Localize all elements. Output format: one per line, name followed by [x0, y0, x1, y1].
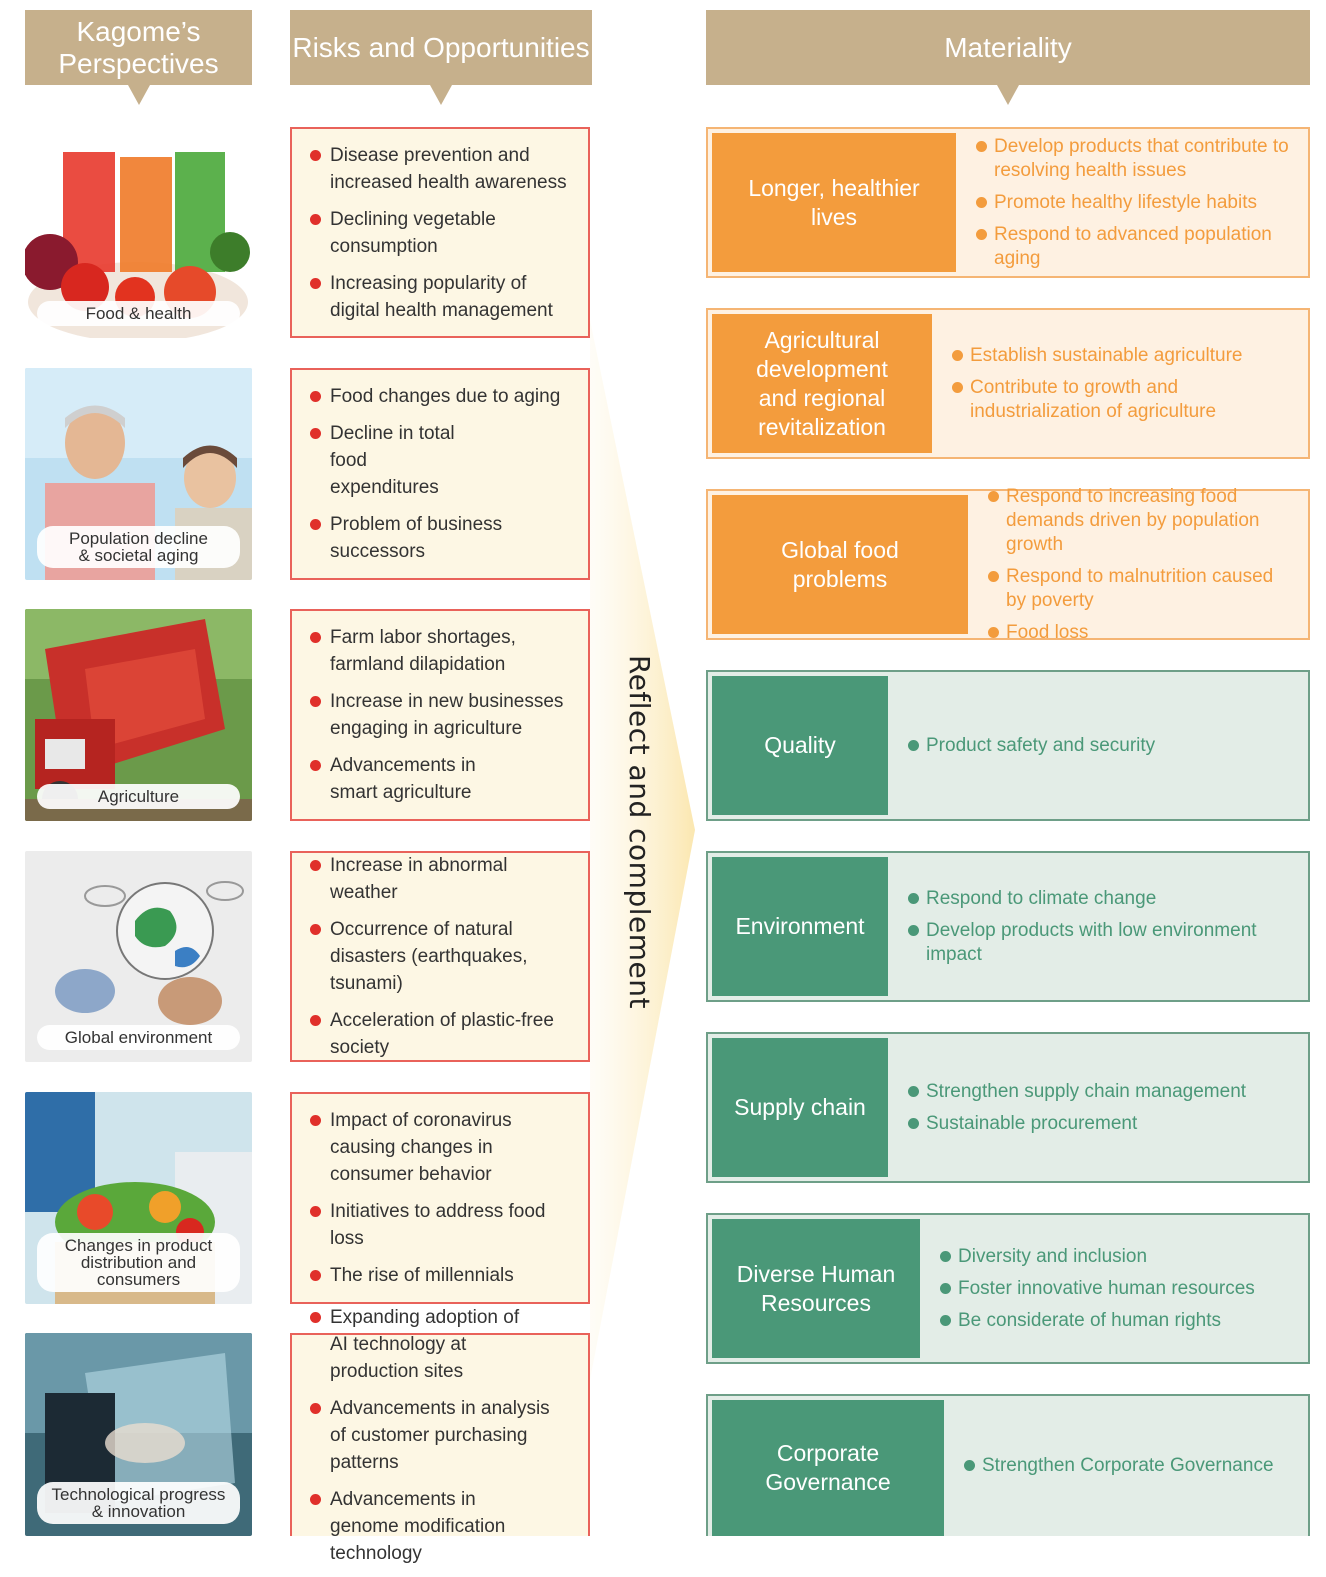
- perspective-label: Agriculture: [37, 784, 240, 809]
- risks-header-arrow: [430, 85, 452, 105]
- risk-item: Increase in abnormal weather: [310, 852, 574, 906]
- perspective-label: Global environment: [37, 1025, 240, 1050]
- materiality-item-list: Respond to climate change Develop produc…: [908, 879, 1298, 975]
- materiality-title: Supply chain: [712, 1038, 888, 1177]
- risk-list: Food changes due to aging Decline in tot…: [310, 373, 574, 575]
- materiality-supply-chain: Supply chain Strengthen supply chain man…: [706, 1032, 1310, 1183]
- risk-item: Decline in total food expenditures: [310, 420, 574, 501]
- perspectives-header-line2: Perspectives: [58, 47, 219, 79]
- materiality-item: Product safety and security: [908, 734, 1155, 758]
- materiality-item-list: Develop products that contribute to reso…: [976, 127, 1298, 279]
- risk-item: Declining vegetable consumption: [310, 206, 574, 260]
- materiality-item: Strengthen Corporate Governance: [964, 1454, 1274, 1478]
- risk-box: Impact of coronavirus causing changes in…: [290, 1092, 590, 1304]
- risk-list: Disease prevention and increased health …: [310, 132, 574, 334]
- materiality-longer-healthier-lives: Longer, healthier lives Develop products…: [706, 127, 1310, 278]
- materiality-title: Diverse Human Resources: [712, 1219, 920, 1358]
- reflect-arrow: [590, 320, 695, 1380]
- materiality-item: Be considerate of human rights: [940, 1309, 1255, 1333]
- materiality-item: Strengthen supply chain management: [908, 1080, 1246, 1104]
- materiality-item: Respond to advanced population aging: [976, 223, 1298, 271]
- materiality-header-title: Materiality: [944, 31, 1072, 63]
- materiality-item: Contribute to growth and industrializati…: [952, 376, 1298, 424]
- risk-item: Problem of business successors: [310, 511, 574, 565]
- materiality-item-list: Diversity and inclusion Foster innovativ…: [940, 1237, 1255, 1341]
- tech-hologram-image: [25, 1333, 252, 1536]
- materiality-diverse-human-resources: Diverse Human Resources Diversity and in…: [706, 1213, 1310, 1364]
- perspective-technology: Technological progress& innovation: [25, 1333, 252, 1536]
- perspectives-header-line1: Kagome’s: [76, 15, 201, 47]
- materiality-item: Develop products that contribute to reso…: [976, 135, 1298, 183]
- materiality-item: Food loss: [988, 621, 1298, 645]
- materiality-item: Develop products with low environment im…: [908, 919, 1298, 967]
- materiality-agricultural-development: Agricultural development and regional re…: [706, 308, 1310, 459]
- materiality-title: Global food problems: [712, 495, 968, 634]
- risk-item: Food changes due to aging: [310, 383, 574, 410]
- risk-item: Occurrence of natural disasters (earthqu…: [310, 916, 574, 997]
- risk-item: Acceleration of plastic-free society: [310, 1007, 574, 1061]
- perspective-food-health: Food & health: [25, 127, 252, 338]
- materiality-title: Agricultural development and regional re…: [712, 314, 932, 453]
- materiality-environment: Environment Respond to climate change De…: [706, 851, 1310, 1002]
- materiality-item: Respond to climate change: [908, 887, 1298, 911]
- risk-list: Expanding adoption of AI technology at p…: [310, 1294, 574, 1577]
- perspective-label: Technological progress& innovation: [37, 1482, 240, 1524]
- perspectives-header-arrow: [127, 85, 150, 105]
- perspective-population: Population decline& societal aging: [25, 368, 252, 580]
- materiality-item: Promote healthy lifestyle habits: [976, 191, 1298, 215]
- risk-item: Increase in new businesses engaging in a…: [310, 688, 574, 742]
- risk-item: The rise of millennials: [310, 1262, 574, 1289]
- materiality-title: Environment: [712, 857, 888, 996]
- materiality-quality: Quality Product safety and security: [706, 670, 1310, 821]
- risk-box: Increase in abnormal weather Occurrence …: [290, 851, 590, 1062]
- risks-header: Risks and Opportunities: [290, 10, 592, 105]
- risk-list: Impact of coronavirus causing changes in…: [310, 1097, 574, 1299]
- reflect-complement-label: Reflect and complement: [623, 655, 656, 1009]
- materiality-item: Respond to malnutrition caused by povert…: [988, 565, 1298, 613]
- risk-list: Increase in abnormal weather Occurrence …: [310, 842, 574, 1071]
- risk-item: Advancements in genome modification tech…: [310, 1486, 574, 1567]
- materiality-corporate-governance: Corporate Governance Strengthen Corporat…: [706, 1394, 1310, 1536]
- perspective-agriculture: Agriculture: [25, 609, 252, 821]
- risk-item: Disease prevention and increased health …: [310, 142, 574, 196]
- materiality-item-list: Strengthen supply chain management Susta…: [908, 1072, 1246, 1144]
- materiality-item-list: Respond to increasing food demands drive…: [988, 477, 1298, 653]
- materiality-header-arrow: [997, 85, 1019, 105]
- risks-header-title: Risks and Opportunities: [292, 31, 590, 63]
- materiality-item: Respond to increasing food demands drive…: [988, 485, 1298, 557]
- risk-item: Advancements in smart agriculture: [310, 752, 574, 806]
- materiality-item-list: Establish sustainable agriculture Contri…: [952, 336, 1298, 432]
- materiality-global-food-problems: Global food problems Respond to increasi…: [706, 486, 1310, 643]
- materiality-item: Foster innovative human resources: [940, 1277, 1255, 1301]
- risk-box: Expanding adoption of AI technology at p…: [290, 1307, 590, 1564]
- risk-box: Food changes due to aging Decline in tot…: [290, 368, 590, 580]
- risk-list: Farm labor shortages, farmland dilapidat…: [310, 614, 574, 816]
- risk-item: Expanding adoption of AI technology at p…: [310, 1304, 574, 1385]
- materiality-header: Materiality: [706, 10, 1310, 105]
- risk-box: Disease prevention and increased health …: [290, 127, 590, 338]
- risk-box: Farm labor shortages, farmland dilapidat…: [290, 609, 590, 821]
- materiality-title: Corporate Governance: [712, 1400, 944, 1536]
- materiality-item: Establish sustainable agriculture: [952, 344, 1298, 368]
- risk-item: Farm labor shortages, farmland dilapidat…: [310, 624, 574, 678]
- risk-item: Impact of coronavirus causing changes in…: [310, 1107, 574, 1188]
- perspective-environment: Global environment: [25, 851, 252, 1062]
- materiality-item-list: Strengthen Corporate Governance: [964, 1446, 1274, 1486]
- materiality-title: Quality: [712, 676, 888, 815]
- risk-item: Advancements in analysis of customer pur…: [310, 1395, 574, 1476]
- risk-item: Increasing popularity of digital health …: [310, 270, 574, 324]
- risk-item: Initiatives to address food loss: [310, 1198, 574, 1252]
- materiality-item-list: Product safety and security: [908, 726, 1155, 766]
- perspective-label: Food & health: [37, 301, 240, 326]
- perspective-label: Population decline& societal aging: [37, 526, 240, 568]
- materiality-item: Sustainable procurement: [908, 1112, 1246, 1136]
- tomato-harvester-image: [25, 609, 252, 821]
- materiality-title: Longer, healthier lives: [712, 133, 956, 272]
- materiality-item: Diversity and inclusion: [940, 1245, 1255, 1269]
